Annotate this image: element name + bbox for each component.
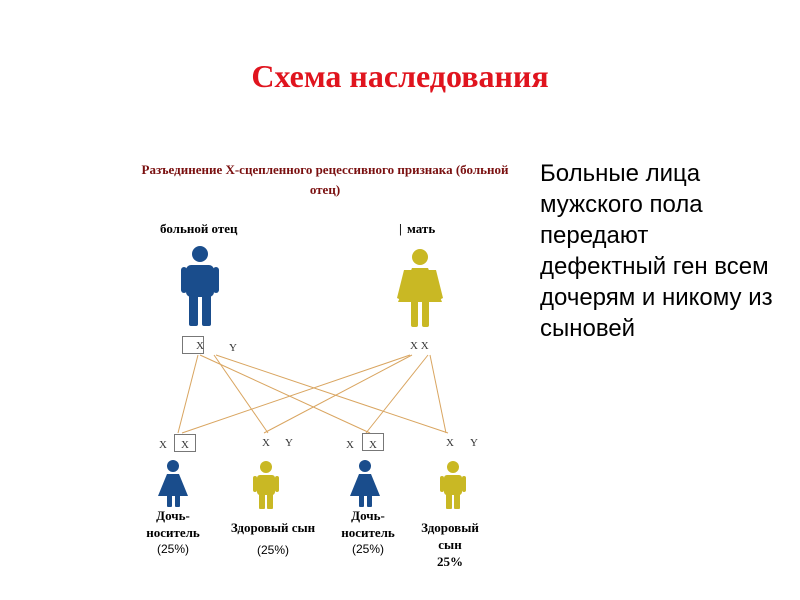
mother-figure-icon xyxy=(397,249,443,327)
side-explanation: Больные лица мужского пола передают дефе… xyxy=(540,160,773,342)
page-title: Схема наследования xyxy=(251,58,549,94)
father-x-marker-box xyxy=(182,336,204,354)
child-3-marker-box xyxy=(362,433,384,451)
child-1-percent: (25%) xyxy=(156,542,189,556)
child-2-label-line1: Здоровый сын xyxy=(230,520,316,535)
child-4-percent: 25% xyxy=(437,554,463,569)
child-1-genotype-x2: X xyxy=(181,439,189,451)
child-3-genotype-x2: X xyxy=(369,439,377,451)
child-4-label-line1: Здоровый xyxy=(421,520,479,535)
mother-label-marker: | xyxy=(399,221,402,236)
father-y-genotype: Y xyxy=(229,342,237,354)
father-label: больной отец xyxy=(160,221,238,236)
child-1-label-line1: Дочь- xyxy=(156,508,190,523)
line-motherX1-child1 xyxy=(181,354,411,434)
child-2-healthy-son-icon xyxy=(253,461,279,509)
child-3-carrier-daughter-icon xyxy=(350,460,380,507)
child-3-label-line2: носитель xyxy=(341,525,395,540)
line-fatherY-child2 xyxy=(213,354,269,434)
child-3-label: Дочь- носитель (25%) xyxy=(328,507,408,558)
mother-label: мать xyxy=(407,221,436,236)
child-3-label-line1: Дочь- xyxy=(351,508,385,523)
child-1-marker-box xyxy=(174,434,196,452)
child-2-percent: (25%) xyxy=(256,543,289,557)
child-3-genotype-x1: X xyxy=(346,439,354,451)
child-4-genotype-y: Y xyxy=(470,437,478,449)
child-1-genotype-x1: X xyxy=(159,439,167,451)
line-fatherY-child4 xyxy=(215,354,449,434)
child-1-label-line2: носитель xyxy=(146,525,200,540)
child-1-label: Дочь- носитель (25%) xyxy=(133,507,213,558)
child-2-genotype-y: Y xyxy=(285,437,293,449)
child-4-healthy-son-icon xyxy=(440,461,466,509)
diagram-subtitle: Разъединение Х-сцепленного рецессивного … xyxy=(141,162,509,197)
line-motherX2-child4 xyxy=(429,354,447,434)
father-figure-icon xyxy=(181,246,219,326)
child-1-carrier-daughter-icon xyxy=(158,460,188,507)
line-motherX1-child2 xyxy=(263,354,413,434)
inheritance-lines xyxy=(177,354,449,434)
child-4-genotype-x: X xyxy=(446,437,454,449)
line-motherX2-child3 xyxy=(365,354,429,434)
child-3-percent: (25%) xyxy=(351,542,384,556)
mother-genotype: X X xyxy=(410,340,429,352)
child-2-label: Здоровый сын (25%) xyxy=(218,519,328,559)
child-4-label: Здоровый сын 25% xyxy=(408,519,492,570)
line-fatherX-child1 xyxy=(177,354,199,434)
child-2-genotype-x: X xyxy=(262,437,270,449)
line-fatherX-child3 xyxy=(199,354,371,434)
child-4-label-line2: сын xyxy=(438,537,462,552)
father-x-genotype: X xyxy=(196,340,204,352)
